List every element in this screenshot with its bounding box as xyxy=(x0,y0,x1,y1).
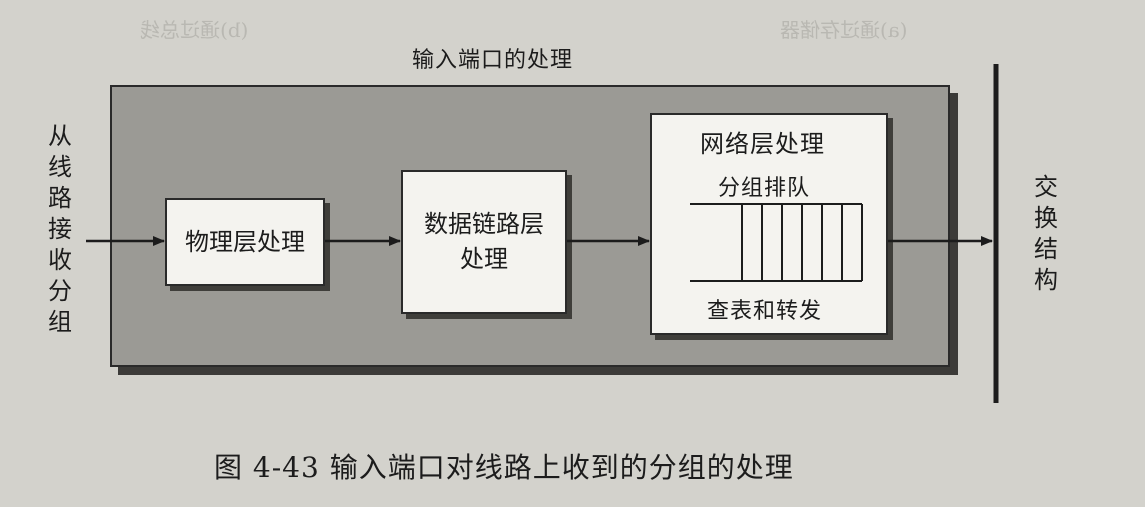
lookup-forward-label: 查表和转发 xyxy=(707,299,823,324)
incoming-line-label: 从 线 路 接 收 分 组 xyxy=(48,122,72,336)
switch-fabric-label: 交 换 结 构 xyxy=(1034,173,1058,294)
datalink-layer-box: 数据链路层 处理 xyxy=(401,170,567,314)
datalink-label-line1: 数据链路层 xyxy=(424,210,544,239)
network-layer-title: 网络层处理 xyxy=(700,130,825,158)
packet-queue-label: 分组排队 xyxy=(718,176,811,201)
packet-queue xyxy=(690,203,863,282)
physical-layer-box: 物理层处理 xyxy=(165,198,325,286)
figure-caption: 图 4-43 输入端口对线路上收到的分组的处理 xyxy=(214,451,794,484)
network-layer-box xyxy=(650,113,888,335)
physical-layer-label: 物理层处理 xyxy=(185,227,305,256)
outer-title: 输入端口的处理 xyxy=(412,48,574,73)
datalink-label-line2: 处理 xyxy=(460,245,508,273)
